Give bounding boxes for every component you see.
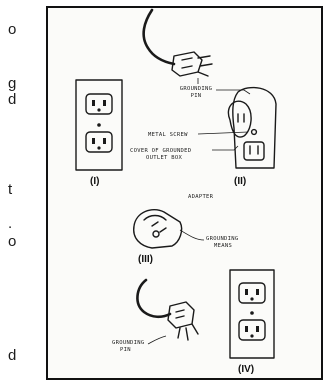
- top-grounded-plug-drawing: [142, 8, 213, 77]
- duplex-receptacle-iv-drawing: [229, 269, 275, 359]
- grounded-outlet-box-ii-drawing: [227, 86, 277, 169]
- leader-line: [212, 145, 239, 151]
- margin-text-fragment: o: [8, 21, 17, 38]
- label-figure-ii: (II): [234, 176, 246, 187]
- label-grounding-means-line2: MEANS: [214, 243, 232, 249]
- label-grounding-pin-top-line1: GROUNDING: [180, 86, 213, 92]
- adapter-iii-drawing: [133, 208, 183, 249]
- leader-line: [147, 335, 167, 345]
- label-grounding-means-line1: GROUNDING: [206, 236, 239, 242]
- margin-text-fragment: o: [8, 233, 17, 250]
- grounding-diagram-figure: GROUNDING PIN (I) METAL SCREW COVER OF G…: [46, 6, 323, 380]
- margin-text-fragment: d: [8, 91, 17, 108]
- bottom-grounded-plug-drawing: [136, 278, 199, 341]
- leader-line: [197, 131, 249, 135]
- label-cover-outlet-box-line1: COVER OF GROUNDED: [130, 148, 191, 154]
- label-figure-iii: (III): [138, 254, 153, 265]
- margin-text-fragment: t: [8, 181, 13, 198]
- label-figure-iv: (IV): [238, 364, 254, 375]
- leader-line: [216, 89, 251, 95]
- label-grounding-pin-bottom-line2: PIN: [120, 347, 131, 353]
- label-figure-i: (I): [90, 176, 99, 187]
- grounding-diagram-svg: GROUNDING PIN (I) METAL SCREW COVER OF G…: [75, 8, 277, 375]
- label-grounding-pin-bottom-line1: GROUNDING: [112, 340, 145, 346]
- margin-text-fragment: d: [8, 347, 17, 364]
- label-metal-screw: METAL SCREW: [148, 132, 188, 138]
- label-cover-outlet-box-line2: OUTLET BOX: [146, 155, 183, 161]
- margin-text-fragment: .: [8, 215, 13, 232]
- label-grounding-pin-top-line2: PIN: [191, 93, 202, 99]
- leader-line: [179, 229, 205, 241]
- margin-text-fragment: g: [8, 75, 17, 92]
- label-adapter: ADAPTER: [188, 194, 214, 200]
- duplex-receptacle-i-drawing: [75, 79, 123, 171]
